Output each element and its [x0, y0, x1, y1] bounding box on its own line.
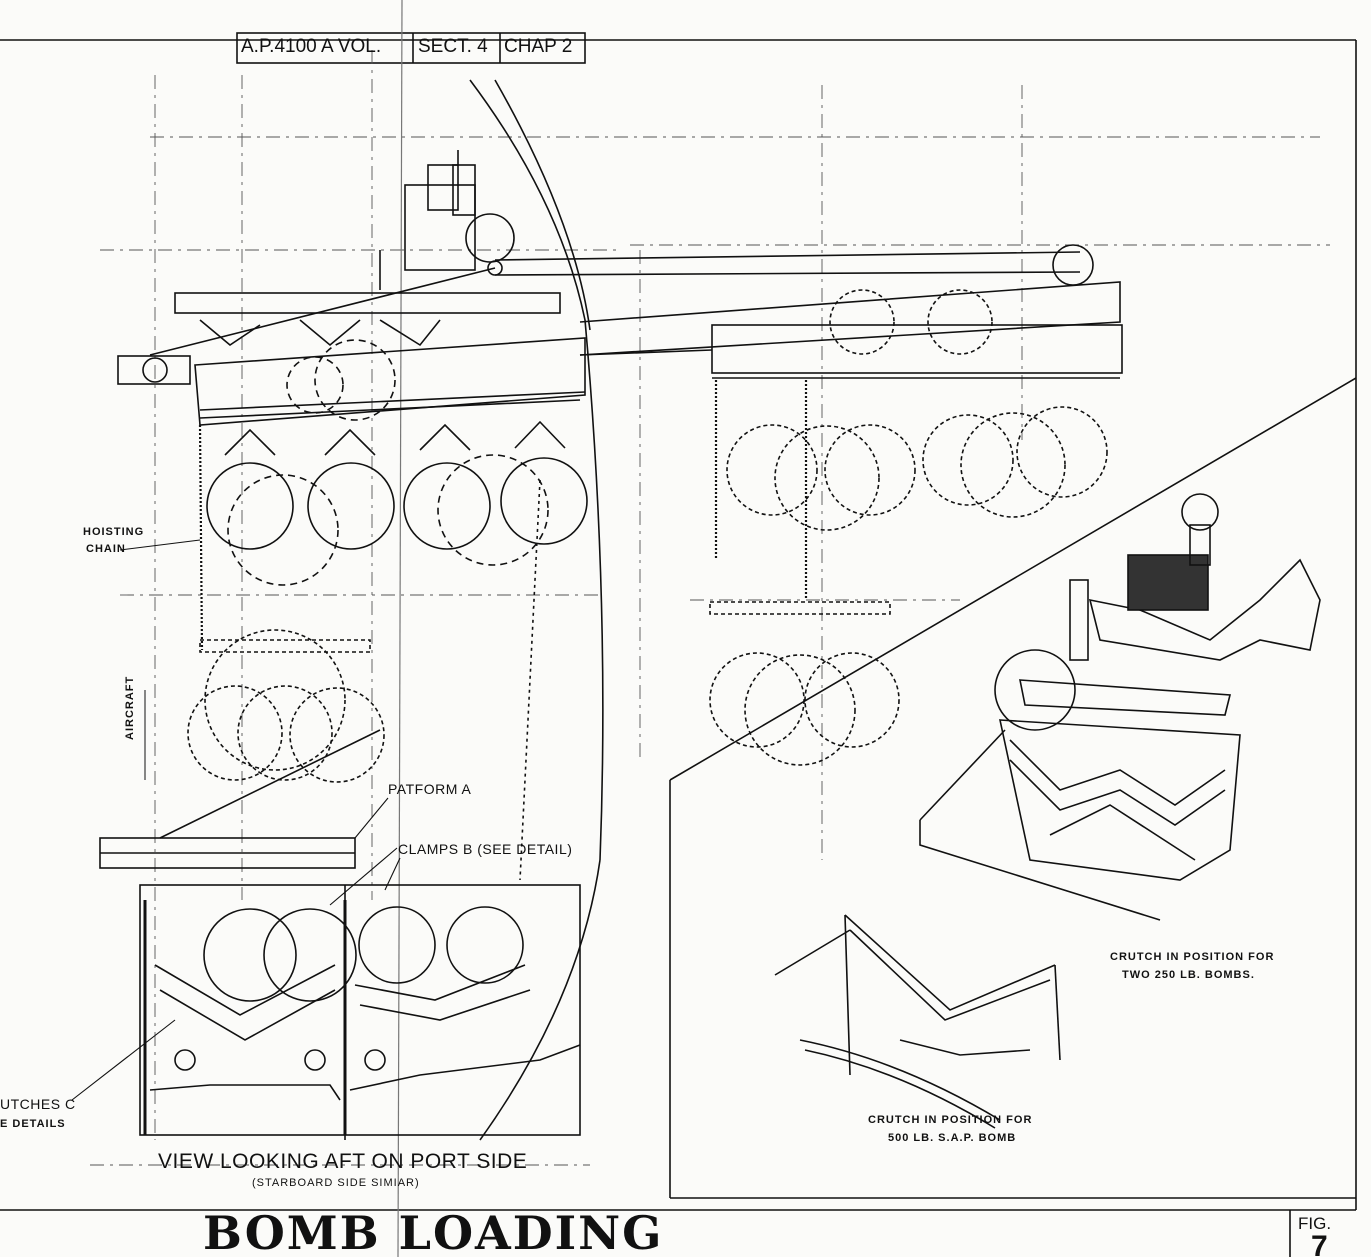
crutch-two-250-label-line1: CRUTCH IN POSITION FOR [1110, 951, 1275, 963]
crutches-c-details-label: E DETAILS [0, 1118, 66, 1130]
hoisting-chain [198, 380, 808, 651]
doc-reference: A.P.4100 A VOL. [241, 36, 382, 57]
drawing-title: BOMB LOADING [203, 1206, 664, 1257]
clamps-b-label: CLAMPS B (SEE DETAIL) [398, 841, 573, 857]
bombs-upper-left-alt [227, 339, 549, 586]
chapter-number: CHAP 2 [504, 36, 573, 57]
bombs-lower-left [187, 629, 385, 783]
leader-lines [71, 539, 401, 1101]
fold-crease [397, 0, 403, 1257]
bomb-beam-left [117, 292, 586, 426]
view-subcaption: (STARBOARD SIDE SIMIAR) [252, 1177, 420, 1189]
bombs-lower-right [709, 601, 900, 766]
bomb-beam-right [579, 281, 1123, 379]
platform-a [99, 729, 381, 869]
bombs-upper-left [206, 420, 588, 550]
sheet-border [0, 39, 1357, 1257]
section-number: SECT. 4 [418, 36, 488, 57]
hoisting-chain-label-line2: CHAIN [86, 543, 126, 555]
crutch-box-lower-left [139, 884, 581, 1140]
crutch-500-label-line2: 500 LB. S.A.P. BOMB [888, 1132, 1017, 1144]
header-boxes [236, 32, 586, 64]
platform-a-label: PATFORM A [388, 781, 472, 797]
crutch-detail-250 [919, 493, 1321, 921]
figure-number: 7 [1311, 1230, 1328, 1257]
aircraft-centerline-label: AIRCRAFT [124, 675, 136, 740]
construction-lines [90, 50, 1330, 1166]
figure-label: FIG. [1298, 1214, 1332, 1233]
crutches-c-label: UTCHES C [0, 1096, 76, 1112]
bombs-upper-right [726, 289, 1108, 531]
crutch-500-label-line1: CRUTCH IN POSITION FOR [868, 1114, 1033, 1126]
hoisting-chain-label-line1: HOISTING [83, 526, 145, 538]
crutch-detail-500 [774, 914, 1061, 1129]
view-caption: VIEW LOOKING AFT ON PORT SIDE [158, 1150, 528, 1173]
fuselage-outline [469, 79, 1357, 1199]
crutch-two-250-label-line2: TWO 250 LB. BOMBS. [1122, 969, 1255, 981]
